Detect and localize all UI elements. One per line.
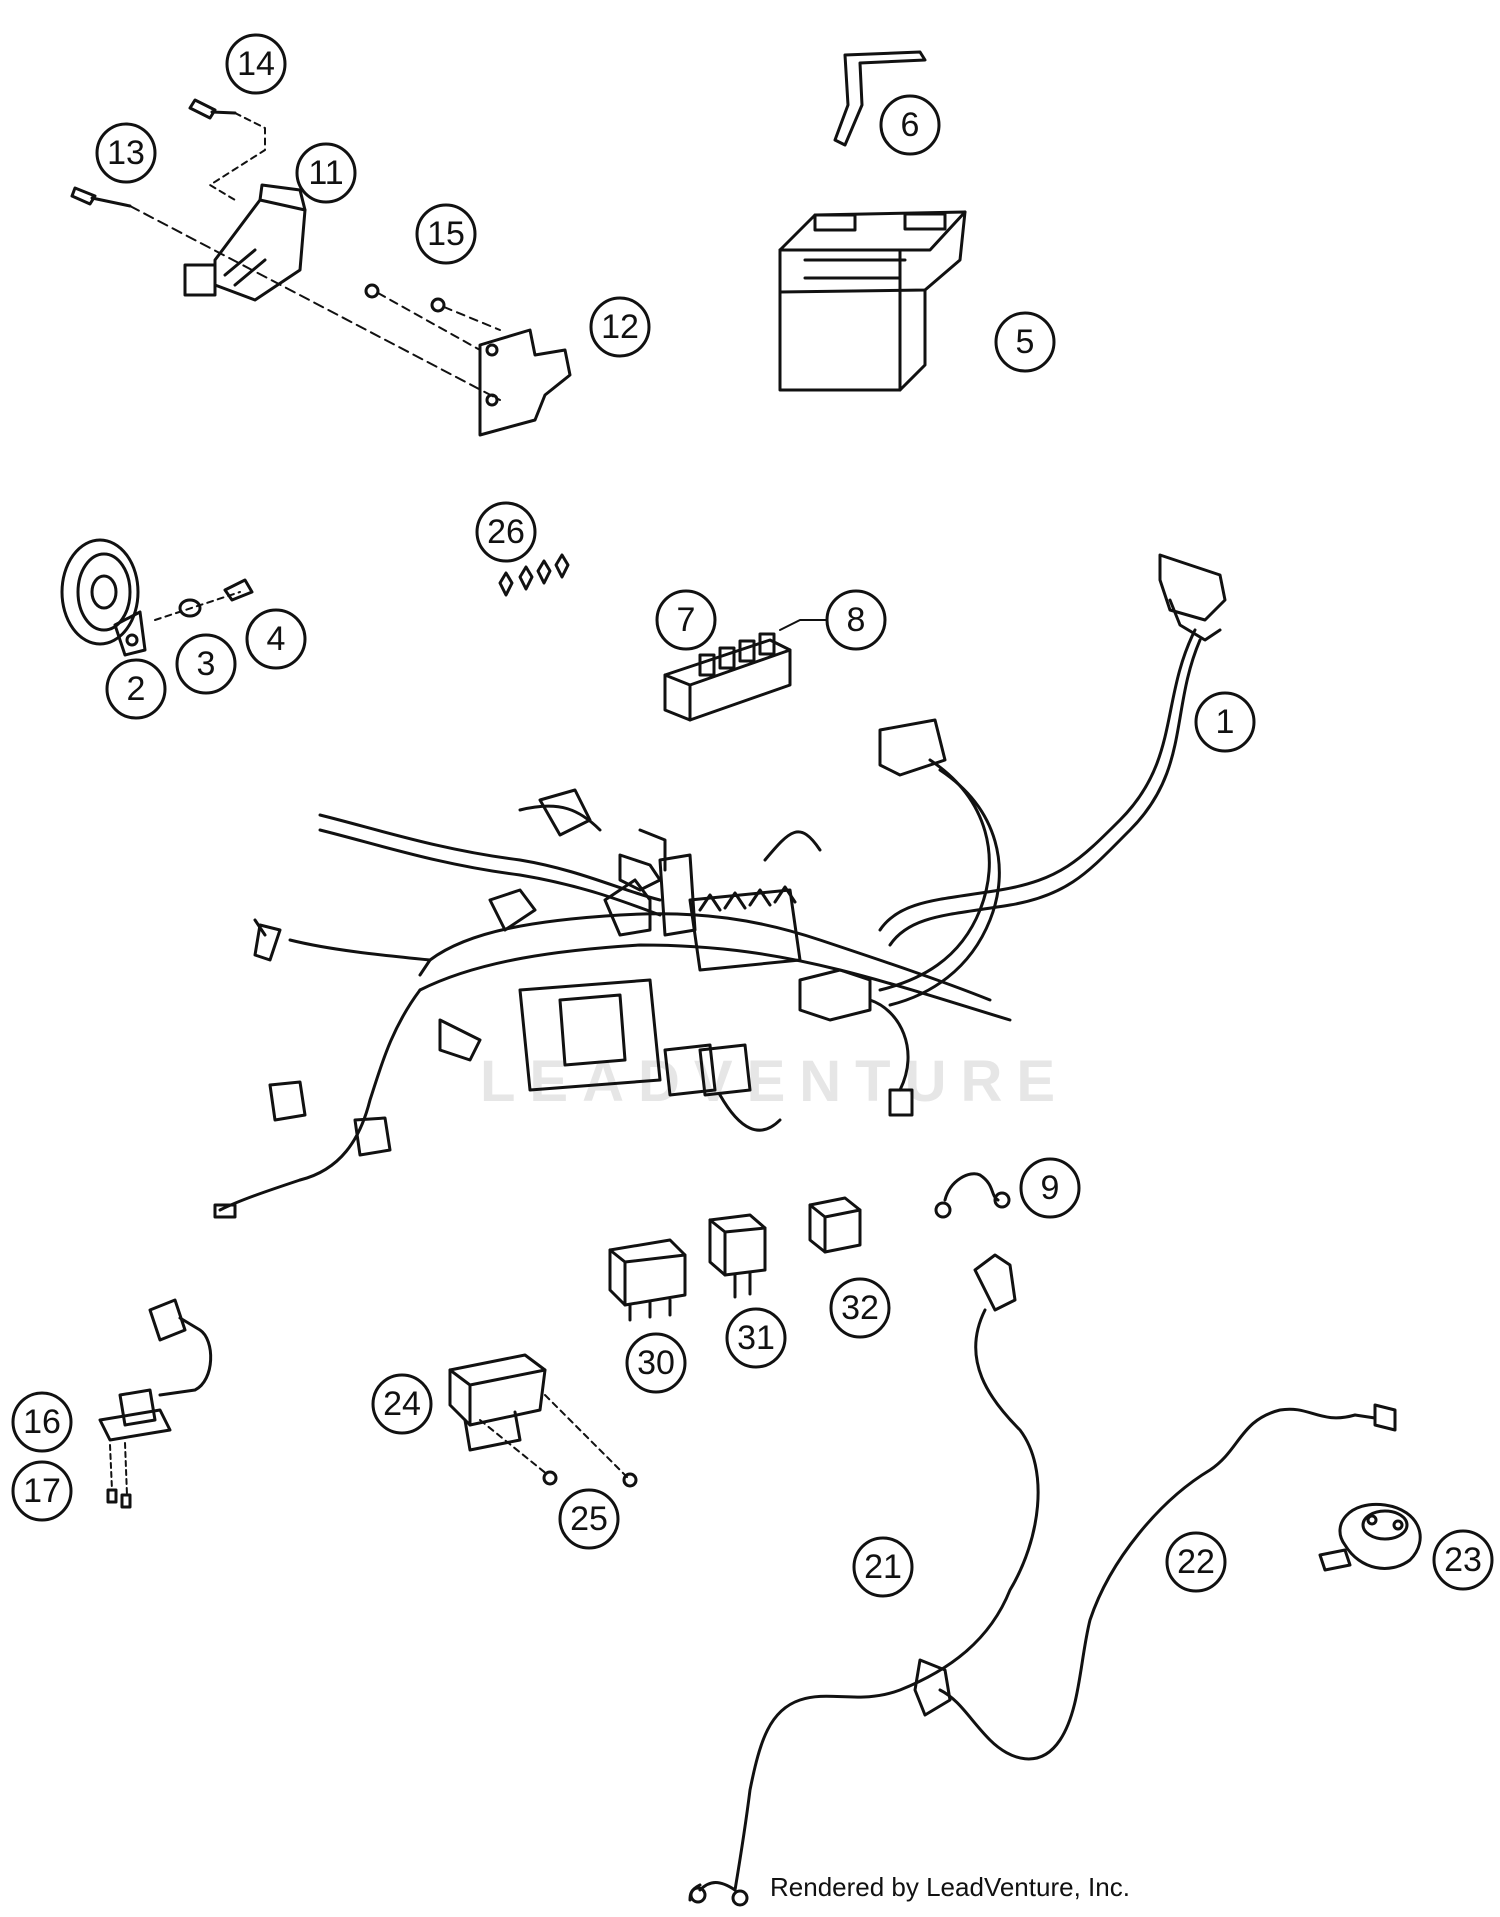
cable-21-part [688,1253,1040,1907]
callout-1 [1194,691,1256,753]
fuse-clips-part [498,553,570,597]
render-credit: Rendered by LeadVenture, Inc. [770,1872,1130,1902]
callout-8 [825,589,887,651]
callout-25 [558,1488,620,1550]
callout-label: 9 [1041,1169,1060,1207]
callout-16 [11,1391,73,1453]
callout-label: 1 [1216,703,1235,741]
bolt-4 [223,578,254,602]
callout-label: 30 [637,1344,675,1382]
watermark: LEADVENTURE [480,1049,1070,1114]
callout-label: 3 [197,645,216,683]
callout-label: 5 [1016,323,1035,361]
callout-14 [225,33,287,95]
relay-32-part [808,1196,862,1254]
callout-label: 8 [847,601,866,639]
starter-relay-part [1318,1502,1422,1572]
horn-part [60,538,147,657]
callout-23 [1432,1529,1494,1591]
callout-32 [829,1277,891,1339]
fuse-box-part [663,619,851,722]
callout-3 [175,633,237,695]
callout-9 [1019,1157,1081,1219]
callout-31 [725,1307,787,1369]
cable-22-part [913,1403,1397,1761]
callout-label: 16 [23,1403,61,1441]
callout-30 [625,1332,687,1394]
callout-label: 25 [570,1500,608,1538]
callout-2 [105,658,167,720]
callout-label: 7 [677,601,696,639]
callout-label: 17 [23,1472,61,1510]
callout-label: 15 [427,215,465,253]
bolts-15 [364,283,501,351]
callout-label: 11 [308,154,343,192]
callout-26 [475,501,537,563]
callout-5 [994,311,1056,373]
callout-13 [95,122,157,184]
callout-label: 26 [487,513,525,551]
main-wiring-harness-part [213,553,1227,1219]
callout-label: 13 [107,134,145,172]
callout-11 [295,142,357,204]
callout-label: 4 [267,620,286,658]
ground-cable-part [934,1172,1011,1219]
callout-label: 32 [841,1289,879,1327]
callout-22 [1165,1531,1227,1593]
callout-label: 23 [1444,1541,1482,1579]
callout-label: 22 [1177,1543,1215,1581]
callout-label: 12 [601,308,639,346]
callout-4 [245,608,307,670]
callout-6 [879,94,941,156]
battery-part [778,210,967,392]
callout-label: 14 [237,45,275,83]
sensor-part [98,1298,213,1509]
washer-3 [154,591,241,621]
callout-label: 24 [383,1385,421,1423]
callout-label: 6 [901,106,920,144]
relay-31-part [708,1213,767,1299]
battery-strap-part [833,50,927,147]
bolt-13 [70,186,501,401]
callout-17 [11,1460,73,1522]
module-24-part [448,1353,638,1488]
callout-label: 2 [127,670,146,708]
callout-7 [655,589,717,651]
bolt-14 [188,98,266,201]
callout-label: 31 [737,1319,775,1357]
callout-15 [415,203,477,265]
callout-24 [371,1373,433,1435]
mounting-bracket-part [478,328,572,437]
callout-label: 21 [864,1548,902,1586]
callout-21 [852,1536,914,1598]
relay-30-part [608,1238,687,1322]
control-unit-part [183,183,307,302]
callout-12 [589,296,651,358]
